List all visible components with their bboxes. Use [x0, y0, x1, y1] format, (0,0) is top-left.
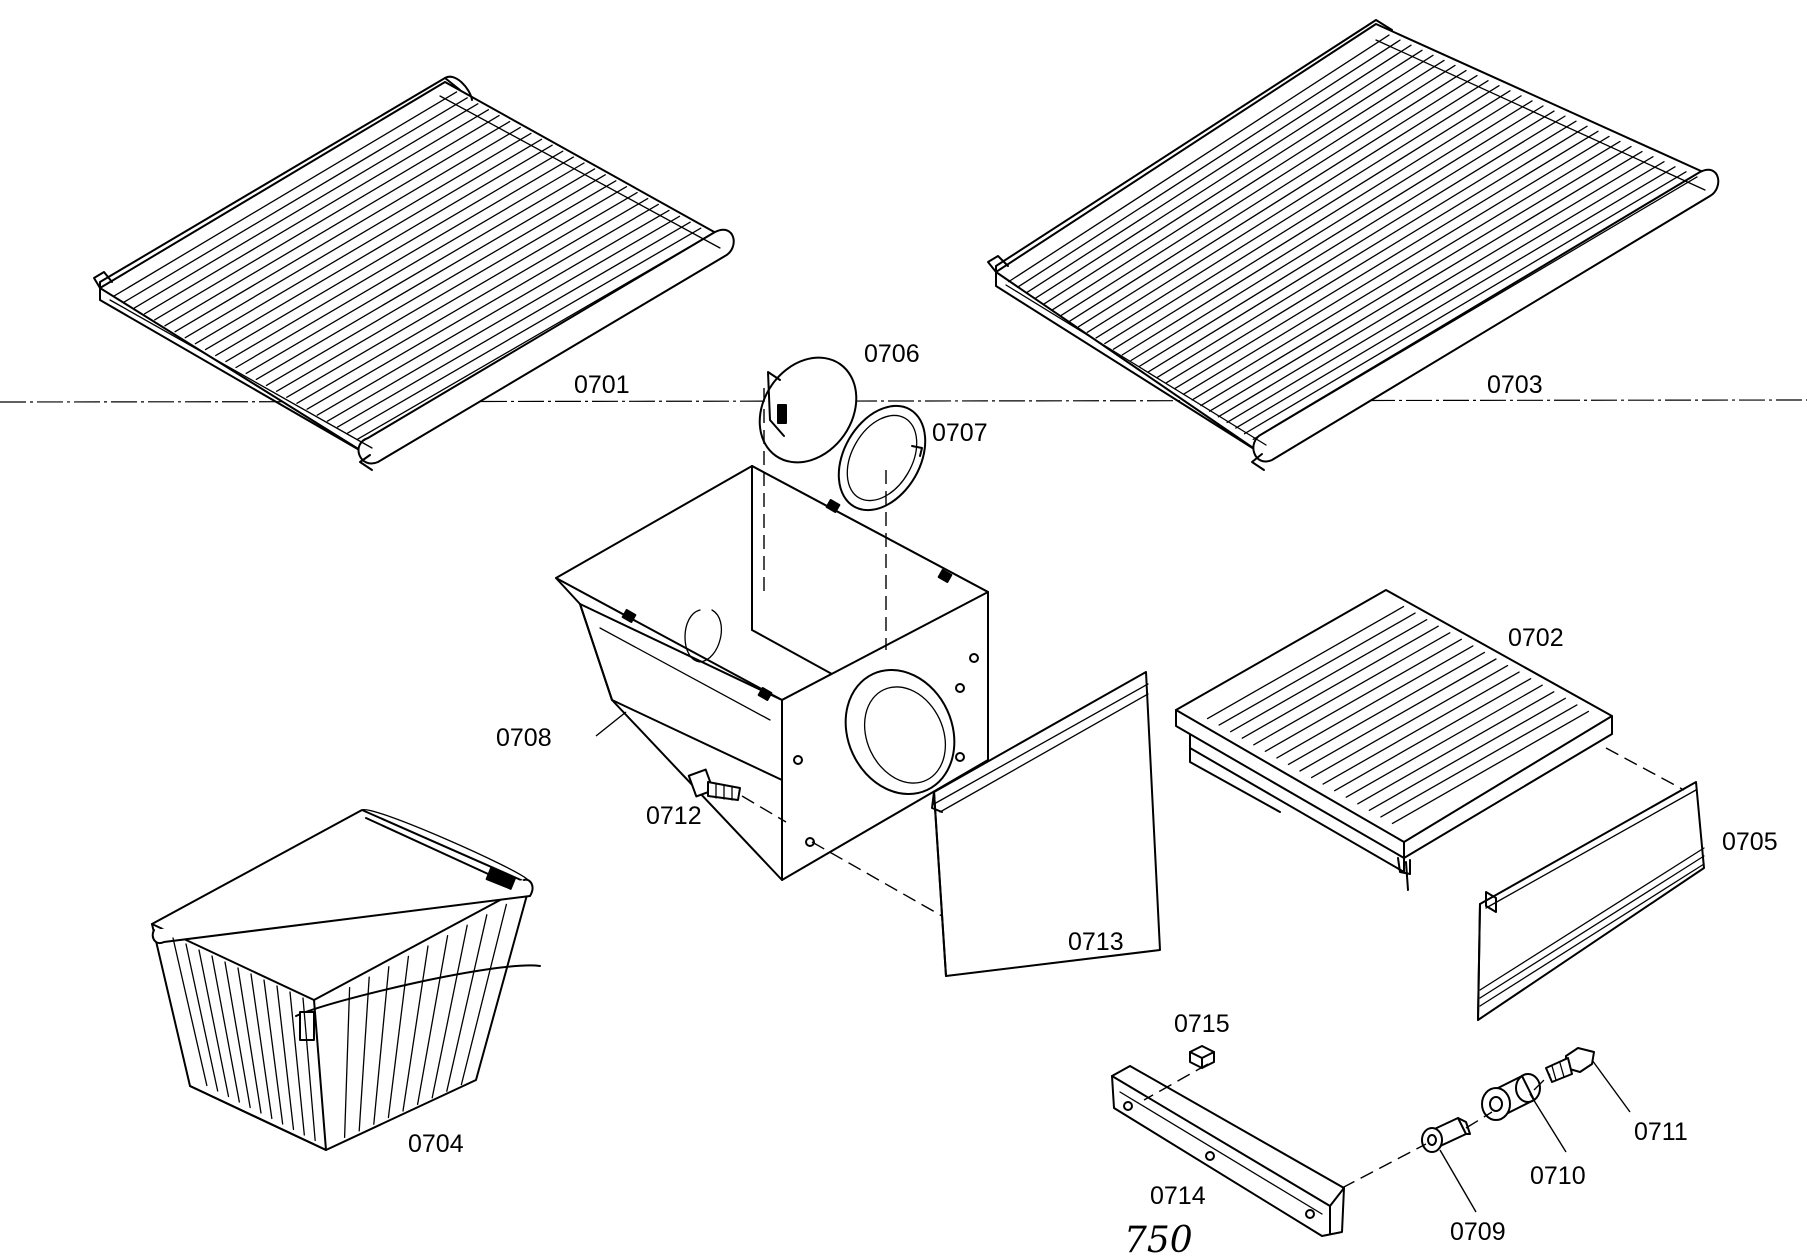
wire-shelf-0703 — [987, 19, 1720, 471]
front-panel-0713 — [931, 671, 1161, 977]
label-0702: 0702 — [1508, 624, 1564, 652]
assembly-lines — [741, 388, 1685, 1189]
label-0714: 0714 — [1150, 1182, 1206, 1210]
wire-basket-0704 — [151, 809, 541, 1151]
label-0707: 0707 — [932, 419, 988, 447]
label-0715: 0715 — [1174, 1010, 1230, 1038]
rail-0714 — [1111, 1065, 1345, 1237]
ring-0707 — [837, 404, 927, 512]
cover-disc-0706 — [758, 356, 858, 464]
label-0710: 0710 — [1530, 1162, 1586, 1190]
shoulder-screw-0711 — [1545, 1047, 1595, 1083]
label-0703: 0703 — [1487, 371, 1543, 399]
label-0706: 0706 — [864, 340, 920, 368]
label-0712: 0712 — [646, 802, 702, 830]
wire-shelf-0701 — [93, 75, 735, 471]
leader-lines — [595, 711, 1631, 1213]
screw-0712 — [687, 768, 741, 801]
label-0709: 0709 — [1450, 1218, 1506, 1246]
label-0705: 0705 — [1722, 828, 1778, 856]
label-0713: 0713 — [1068, 928, 1124, 956]
housing-box-0708 — [555, 465, 989, 881]
slatted-tray-0702 — [1175, 589, 1613, 891]
bushing-0709 — [1421, 1117, 1471, 1153]
label-0704: 0704 — [408, 1130, 464, 1158]
clip-0715 — [1189, 1045, 1215, 1069]
section-divider-line — [0, 399, 1807, 403]
handwritten-note: 750 — [1124, 1220, 1193, 1259]
label-0701: 0701 — [574, 371, 630, 399]
drawer-front-0705 — [1477, 781, 1705, 1021]
label-0708: 0708 — [496, 724, 552, 752]
part-labels: 0701 0703 0706 0707 0708 0712 0702 0705 … — [408, 340, 1778, 1259]
label-0711: 0711 — [1634, 1118, 1688, 1146]
